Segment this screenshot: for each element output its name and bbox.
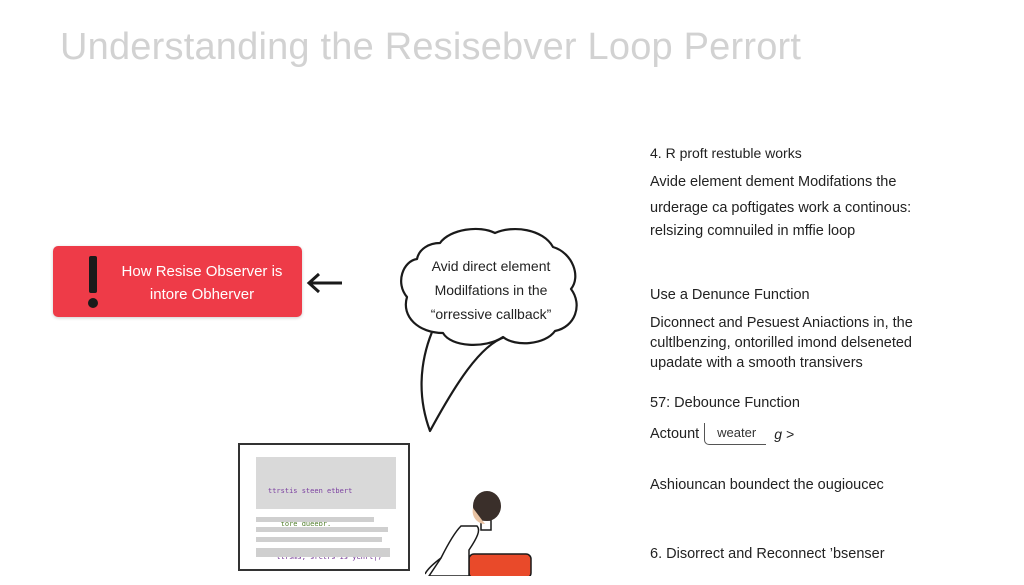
- screen-text-line: [256, 517, 374, 522]
- person-illustration: [425, 491, 532, 576]
- screen-text-line: [256, 548, 390, 557]
- error-callout: How Resise Observer is intore Obherver: [53, 246, 302, 317]
- screen-text-line: [256, 527, 388, 532]
- bubble-line-1: Avid direct element: [431, 258, 551, 274]
- step-6-heading: 6. Disorrect and Reconnect ’bsenser: [650, 546, 885, 562]
- error-line-1: How Resise Observer is: [121, 263, 283, 280]
- error-callout-text: How Resise Observer is intore Obherver: [113, 260, 291, 306]
- bubble-line-2: Modilfations in the: [434, 282, 548, 298]
- use-debounce-line-2: cultlbenzing, ontorilled imond delsenete…: [650, 335, 912, 351]
- thought-bubble: [400, 227, 578, 433]
- thought-bubble-text: Avid direct element Modilfations in the …: [412, 254, 570, 326]
- arrow-left-icon: [306, 272, 342, 294]
- step-57-heading: 57: Debounce Function: [650, 395, 800, 411]
- screen-text-line: [256, 537, 382, 542]
- description-line: Ashiouncan boundect the ougioucec: [650, 477, 884, 493]
- debounce-input-suffix: g >: [774, 426, 795, 442]
- use-debounce-line-1: Diconnect and Pesuest Aniactions in, the: [650, 315, 913, 331]
- debounce-input-label: Actount: [650, 426, 700, 442]
- monitor-illustration: ttrstis steen etbert tore dueebr. ttrsms…: [238, 443, 410, 571]
- exclamation-icon: [88, 256, 98, 308]
- code-snippet: ttrstis steen etbert tore dueebr. ttrsms…: [256, 457, 396, 561]
- bubble-line-3: “orressive callback”: [430, 306, 552, 322]
- step-4-heading: 4. R proft restuble works: [650, 145, 802, 161]
- code-line-2: tore dueebr.: [268, 520, 332, 528]
- debounce-input-row: Actount weater g >: [650, 423, 794, 445]
- steps-panel: 4. R proft restuble works Avide element …: [650, 0, 1020, 576]
- step-4-line-2: urderage ca poftigates work a continous:: [650, 200, 912, 216]
- step-4-line-3: relsizing comnuiled in mffie loop: [650, 223, 856, 239]
- use-debounce-heading: Use a Denunce Function: [650, 287, 810, 303]
- error-line-2: intore Obherver: [149, 286, 255, 303]
- code-line-3: ttrsms; srctrs-is yenrt|): [268, 553, 382, 561]
- debounce-input[interactable]: weater: [704, 423, 767, 445]
- use-debounce-line-3: upadate with a smooth transivers: [650, 355, 863, 371]
- page-title: Understanding the Resisebver Loop Perror…: [60, 26, 802, 68]
- step-4-line-1: Avide element dement Modifations the: [650, 174, 897, 190]
- code-line-1: ttrstis steen etbert: [268, 487, 353, 495]
